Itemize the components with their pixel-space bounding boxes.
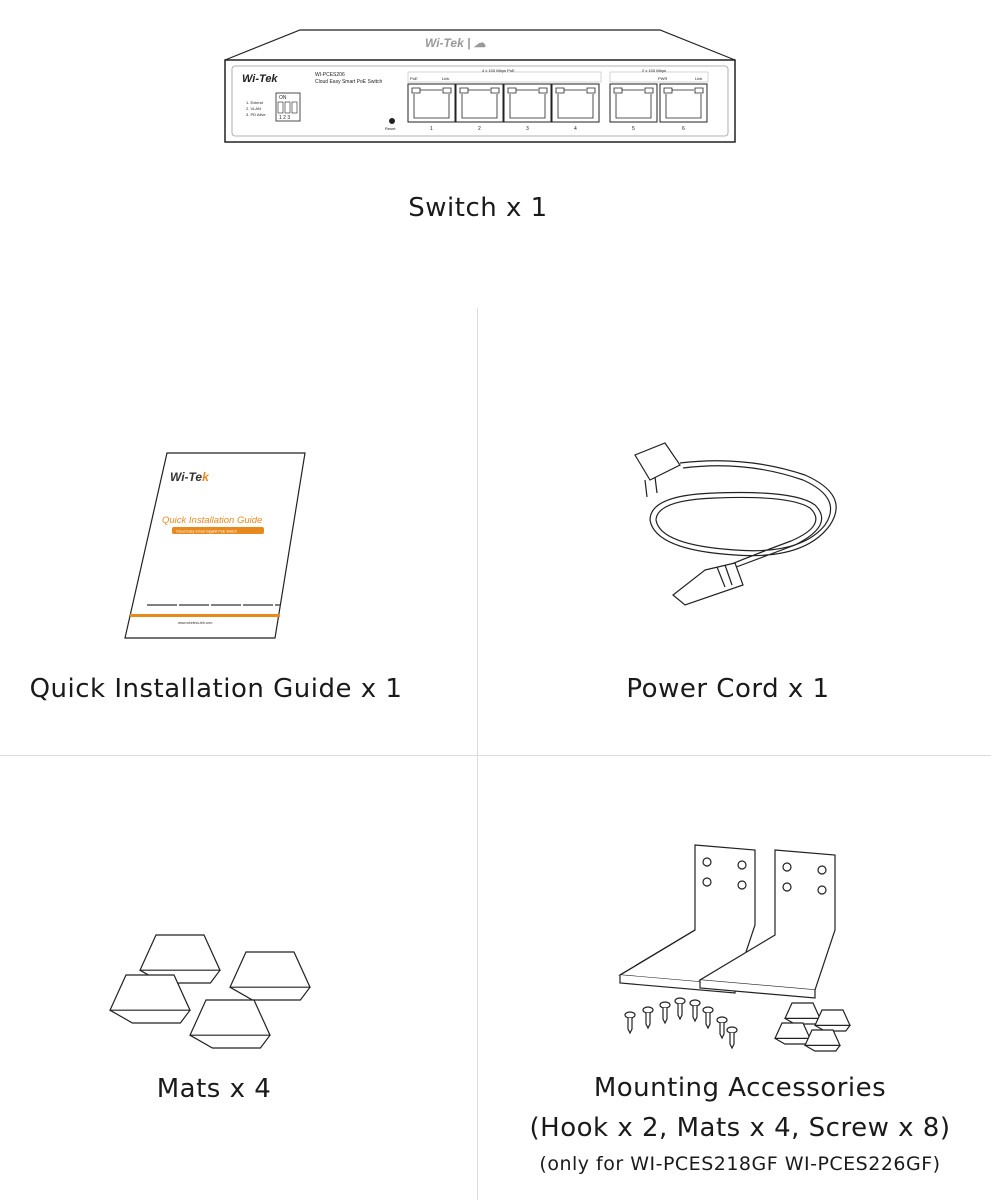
switch-description-label: Cloud Easy Smart PoE Switch xyxy=(315,79,382,85)
dip-switch[interactable] xyxy=(275,92,301,122)
svg-text:Wi-Tek: Wi-Tek xyxy=(242,73,278,85)
dip-on-label: ON xyxy=(279,95,287,101)
quick-guide-caption: Quick Installation Guide x 1 xyxy=(29,674,403,704)
mat xyxy=(774,1022,811,1045)
screw xyxy=(674,997,686,1021)
dip-label: 1. Extend xyxy=(246,100,263,105)
screw xyxy=(716,1016,728,1040)
port-number: 1 xyxy=(430,126,433,132)
divider-vertical xyxy=(477,308,478,1200)
port-number: 3 xyxy=(526,126,529,132)
ethernet-port: 1 xyxy=(407,83,456,132)
uplink-group-label: 2 x 100 Mbps xyxy=(642,68,666,73)
mat xyxy=(784,1002,821,1025)
ethernet-port: 6 xyxy=(659,83,708,132)
poe-group-label: 4 x 100 Mbps PoE xyxy=(482,68,515,73)
port-number: 2 xyxy=(478,126,481,132)
reset-button[interactable] xyxy=(389,118,395,124)
switch-illustration: Wi-Tek | ☁ Wi-Tek WI-PCES206 Cloud Easy … xyxy=(224,29,736,143)
mounting-caption-line3: (only for WI-PCES218GF WI-PCES226GF) xyxy=(539,1153,941,1175)
mat xyxy=(229,951,311,1001)
screw xyxy=(624,1011,636,1035)
switch-caption: Switch x 1 xyxy=(408,193,548,223)
ethernet-port: 2 xyxy=(455,83,504,132)
guide-url: www.wireless-tek.com xyxy=(178,621,213,625)
quick-guide-illustration: Wi-Tek Quick Installation Guide Cloud Ea… xyxy=(124,452,306,639)
port-number: 4 xyxy=(574,126,577,132)
mats-caption: Mats x 4 xyxy=(156,1074,272,1104)
mat xyxy=(109,974,191,1024)
ethernet-port: 5 xyxy=(609,83,658,132)
ethernet-port: 4 xyxy=(551,83,600,132)
screw xyxy=(726,1026,738,1050)
svg-text:Wi-Tek | ☁: Wi-Tek | ☁ xyxy=(425,36,486,50)
reset-label: Reset xyxy=(385,126,396,131)
screw xyxy=(659,1001,671,1025)
mounting-accessories-illustration xyxy=(618,844,851,1052)
port-number: 6 xyxy=(682,126,685,132)
screw xyxy=(689,999,701,1023)
power-cord-caption: Power Cord x 1 xyxy=(626,674,830,704)
mounting-caption-line2: (Hook x 2, Mats x 4, Screw x 8) xyxy=(529,1113,951,1143)
mat xyxy=(814,1009,851,1032)
svg-text:Wi-Tek: Wi-Tek xyxy=(170,470,210,484)
dip-numbers: 1 2 3 xyxy=(279,115,290,121)
screw xyxy=(642,1006,654,1030)
link-led-label: Link xyxy=(442,76,449,81)
mats-illustration xyxy=(109,934,311,1049)
dip-label: 2. VLAN xyxy=(246,106,261,111)
mounting-caption-line1: Mounting Accessories xyxy=(593,1073,887,1103)
divider-horizontal xyxy=(0,755,991,756)
pwr-led-label: PWR xyxy=(658,76,667,81)
guide-title: Quick Installation Guide xyxy=(162,515,262,526)
power-cord-illustration xyxy=(634,442,837,606)
switch-model-label: WI-PCES206 xyxy=(315,72,345,78)
mat xyxy=(189,999,271,1049)
mat xyxy=(804,1029,841,1052)
ethernet-port: 3 xyxy=(503,83,552,132)
port-number: 5 xyxy=(632,126,635,132)
guide-subtitle: Cloud Easy Smart Gigabit PoE Switch xyxy=(176,530,237,534)
dip-label: 3. PD Alive xyxy=(246,112,266,117)
link-led-label: Link xyxy=(695,76,702,81)
screw xyxy=(702,1006,714,1030)
poe-led-label: PoE xyxy=(410,76,418,81)
